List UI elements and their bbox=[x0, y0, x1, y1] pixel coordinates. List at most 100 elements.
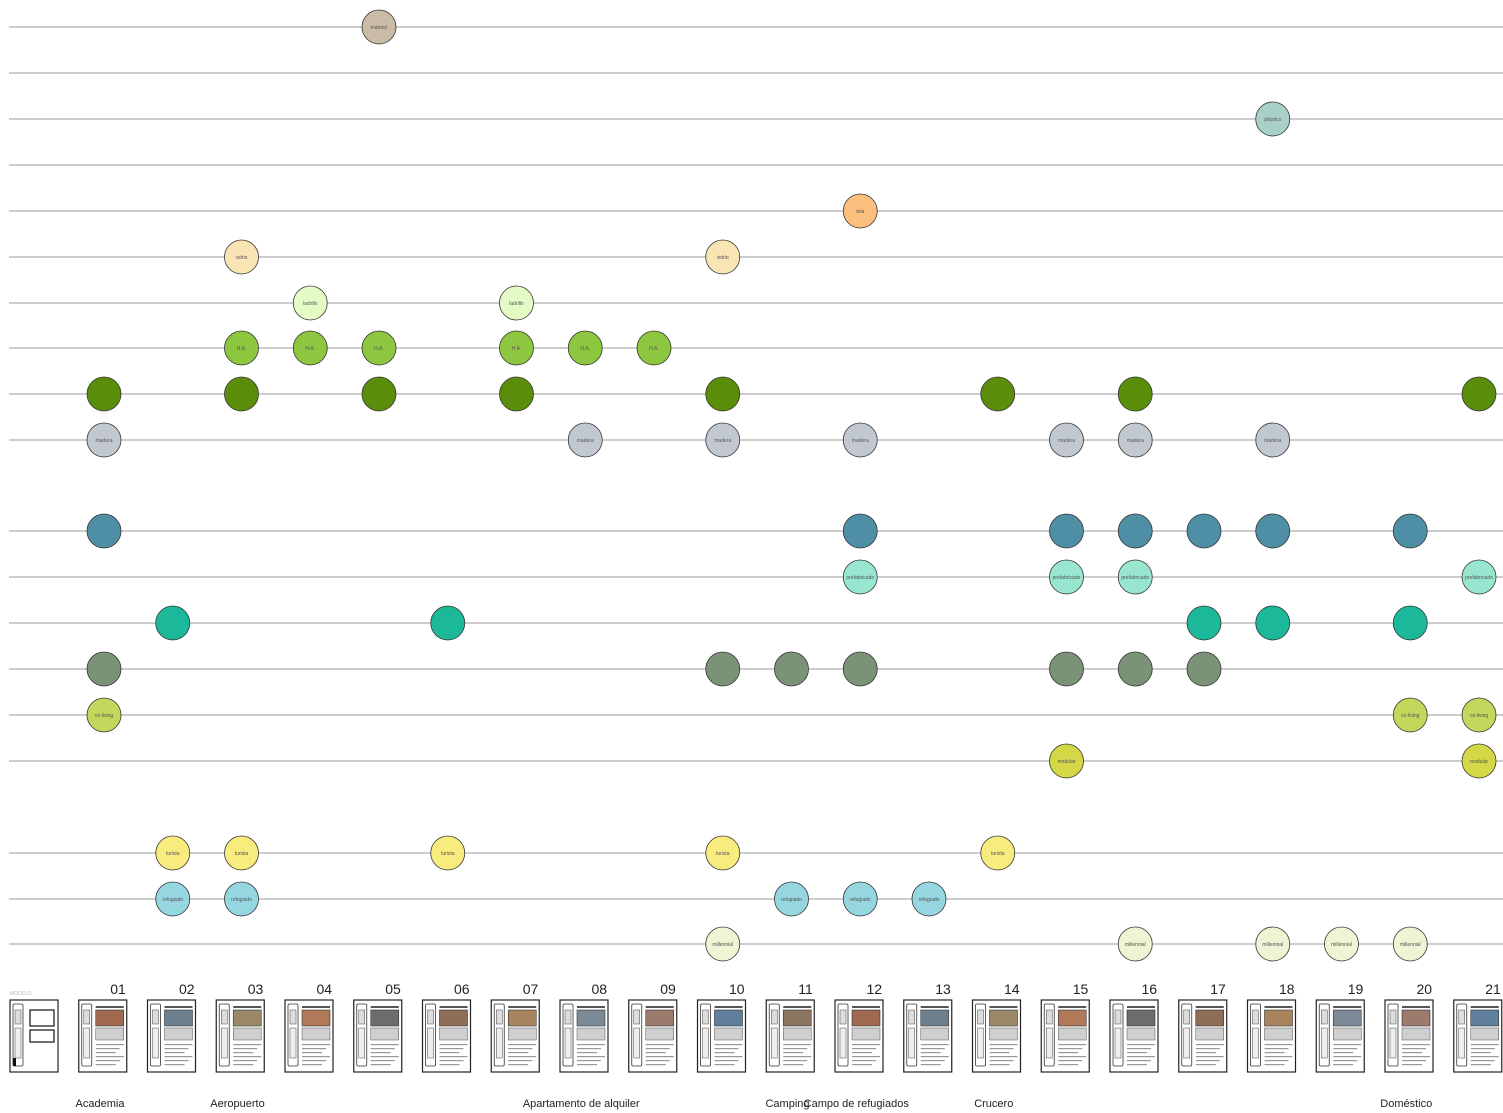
row-dot: prefabricado bbox=[1049, 559, 1084, 595]
category-label: Doméstico bbox=[1380, 1098, 1432, 1110]
page-thumbnail[interactable] bbox=[353, 999, 403, 1073]
dot-circle bbox=[1186, 513, 1222, 549]
dot-circle bbox=[224, 239, 259, 275]
dot-circle bbox=[1117, 926, 1153, 962]
dot-label: co-living bbox=[1470, 713, 1489, 719]
page-thumbnail[interactable] bbox=[490, 999, 540, 1073]
dot-circle bbox=[567, 422, 603, 458]
page-thumbnail[interactable] bbox=[284, 999, 334, 1073]
row-dot bbox=[1186, 651, 1222, 687]
dot-label: refugiado bbox=[850, 897, 871, 903]
column-number: 11 bbox=[798, 981, 813, 997]
row-dot bbox=[86, 651, 122, 687]
dot-circle bbox=[1117, 513, 1153, 549]
dot-label: turista bbox=[991, 851, 1005, 857]
page-thumbnail[interactable] bbox=[765, 999, 815, 1073]
dot-circle bbox=[705, 239, 741, 275]
column-number: 10 bbox=[729, 981, 745, 997]
column-number: 15 bbox=[1073, 981, 1089, 997]
row-dot bbox=[224, 376, 259, 412]
dot-circle bbox=[1392, 513, 1428, 549]
row-dot: ladrillo bbox=[292, 285, 328, 321]
row-dot bbox=[430, 605, 466, 641]
dot-label: co-living bbox=[95, 713, 114, 719]
dot-circle bbox=[1049, 422, 1084, 458]
page-thumbnail[interactable] bbox=[1178, 999, 1228, 1073]
dot-circle bbox=[1186, 605, 1222, 641]
dot-label: mármol bbox=[371, 25, 388, 31]
dot-circle bbox=[1392, 926, 1428, 962]
dot-label: refugiado bbox=[231, 897, 252, 903]
dot-circle bbox=[224, 835, 259, 871]
dot-circle bbox=[292, 330, 328, 366]
dot-label: vidrio bbox=[717, 255, 729, 261]
dot-circle bbox=[1461, 697, 1497, 733]
page-thumbnail[interactable] bbox=[421, 999, 472, 1073]
row-dot: vidrio bbox=[705, 239, 741, 275]
dot-circle bbox=[1255, 513, 1291, 549]
page-thumbnail[interactable] bbox=[1109, 999, 1159, 1073]
row-dot bbox=[1255, 605, 1291, 641]
page-thumbnail[interactable] bbox=[1453, 999, 1503, 1073]
dot-circle bbox=[1255, 926, 1291, 962]
dot-label: millennial bbox=[1331, 942, 1352, 948]
row-dot bbox=[1255, 513, 1291, 549]
dot-label: turista bbox=[441, 851, 455, 857]
page-thumbnail[interactable] bbox=[903, 999, 953, 1073]
dot-circle bbox=[842, 651, 878, 687]
dot-circle bbox=[86, 651, 122, 687]
dot-label: madera bbox=[852, 438, 869, 444]
dot-label: prefabricado bbox=[1053, 575, 1081, 581]
dot-circle bbox=[842, 559, 878, 595]
page-thumbnail[interactable] bbox=[696, 999, 747, 1073]
dot-circle bbox=[774, 881, 809, 917]
dot-circle bbox=[361, 9, 397, 45]
dot-circle bbox=[1255, 605, 1291, 641]
dot-circle bbox=[155, 605, 191, 641]
row-dot: tela bbox=[842, 193, 878, 229]
page-thumbnail[interactable] bbox=[146, 999, 197, 1073]
page-thumbnail[interactable] bbox=[9, 999, 59, 1073]
row-dot: prefabricado bbox=[842, 559, 878, 595]
row-dot: turista bbox=[224, 835, 259, 871]
page-thumbnail[interactable] bbox=[971, 999, 1022, 1073]
dot-circle bbox=[1392, 605, 1428, 641]
row-dot: vidrio bbox=[224, 239, 259, 275]
dot-circle bbox=[636, 330, 672, 366]
page-thumbnail[interactable] bbox=[1246, 999, 1297, 1073]
dot-circle bbox=[155, 881, 191, 917]
column-number: 09 bbox=[660, 981, 676, 997]
page-thumbnail[interactable] bbox=[215, 999, 265, 1073]
dot-circle bbox=[705, 926, 741, 962]
dot-circle bbox=[980, 376, 1016, 412]
dot-label: madera bbox=[1058, 438, 1075, 444]
category-label: Academia bbox=[76, 1098, 126, 1110]
dot-circle bbox=[361, 330, 397, 366]
row-dot bbox=[1186, 513, 1222, 549]
row-dot: co-living bbox=[1461, 697, 1497, 733]
category-label: Camping bbox=[765, 1098, 809, 1110]
column-number: 05 bbox=[385, 981, 401, 997]
dot-label: H.A. bbox=[374, 346, 384, 352]
page-thumbnail[interactable] bbox=[1315, 999, 1365, 1073]
page-thumbnail[interactable] bbox=[834, 999, 884, 1073]
dot-label: madera bbox=[1127, 438, 1144, 444]
row-dot bbox=[499, 376, 534, 412]
page-thumbnail[interactable] bbox=[559, 999, 609, 1073]
category-label: Aeropuerto bbox=[210, 1098, 264, 1110]
dot-circle bbox=[430, 605, 466, 641]
page-thumbnail[interactable] bbox=[1384, 999, 1434, 1073]
row-dot bbox=[1117, 376, 1153, 412]
page-thumbnails: MODELO bbox=[9, 991, 1503, 1073]
dot-circle bbox=[1461, 559, 1497, 595]
dot-label: madera bbox=[714, 438, 731, 444]
dot-label: co-living bbox=[1401, 713, 1420, 719]
page-thumbnail[interactable] bbox=[628, 999, 678, 1073]
column-number: 21 bbox=[1485, 981, 1501, 997]
row-dot bbox=[361, 376, 397, 412]
row-dot: madera bbox=[842, 422, 878, 458]
dot-label: millennial bbox=[712, 942, 733, 948]
page-thumbnail[interactable] bbox=[1040, 999, 1090, 1073]
dot-label: millennial bbox=[1400, 942, 1421, 948]
page-thumbnail[interactable] bbox=[78, 999, 128, 1073]
